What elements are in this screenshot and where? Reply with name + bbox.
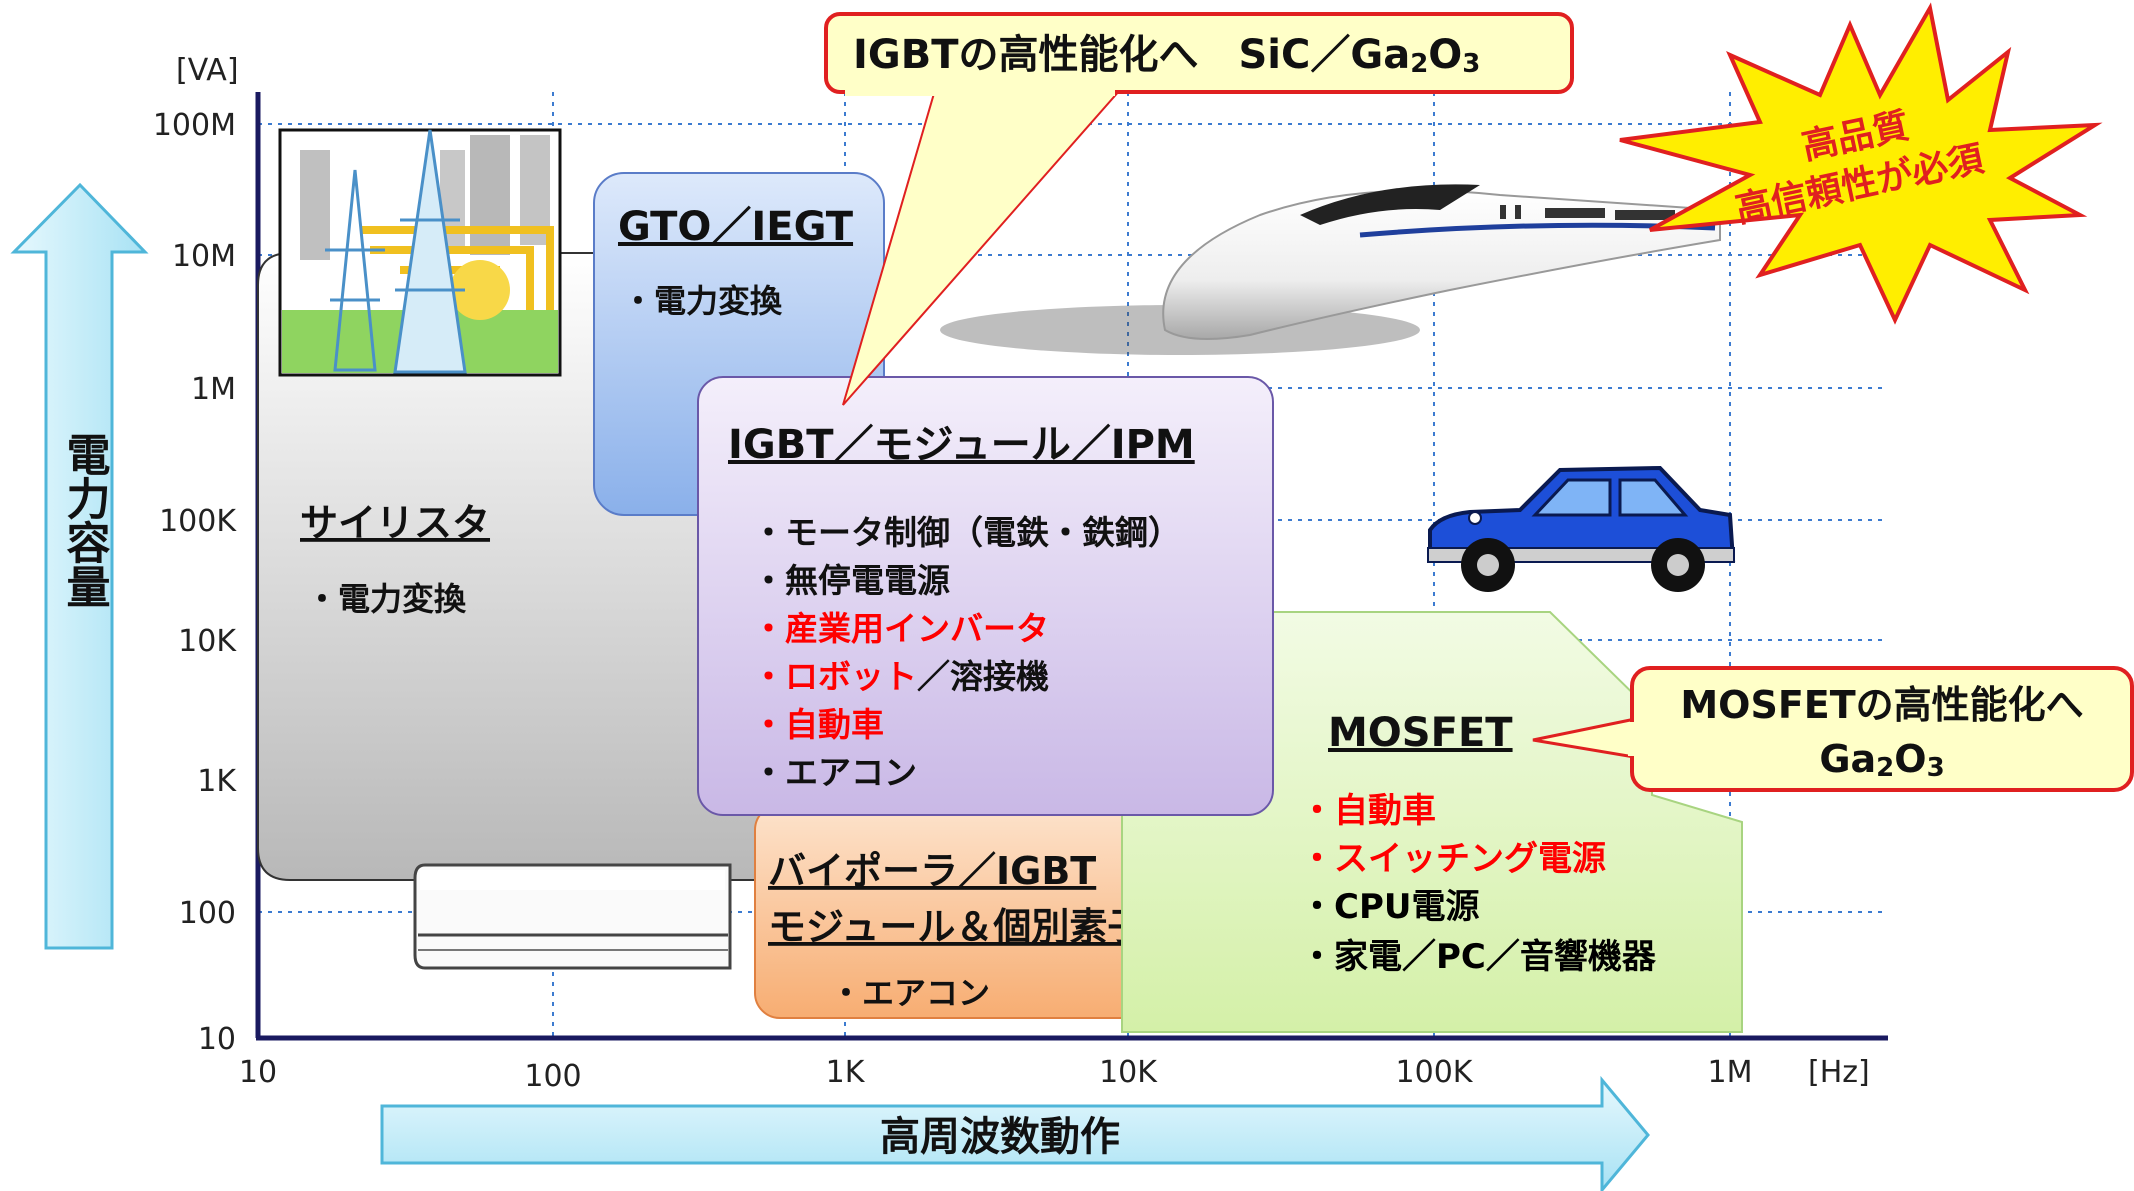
x-tick-label: 10 xyxy=(239,1055,277,1090)
y-tick-label: 100M xyxy=(153,108,236,143)
x-unit-label: [Hz] xyxy=(1808,1055,1870,1090)
y-tick-label: 10M xyxy=(172,239,236,274)
igbt-item-motor: ・モータ制御（電鉄・鉄鋼） xyxy=(752,513,1181,552)
igbt-region: IGBT／モジュール／IPM ・モータ制御（電鉄・鉄鋼） ・無停電電源 ・産業用… xyxy=(697,376,1274,816)
igbt-callout-text: IGBTの高性能化へ SiC／Ga2O3 xyxy=(853,32,1480,79)
bipolar-title-1: バイポーラ／IGBT xyxy=(768,849,1096,893)
mosfet-item: ・スイッチング電源 xyxy=(1300,839,1606,879)
mosfet-title: MOSFET xyxy=(1328,710,1513,756)
x-tick-label: 1M xyxy=(1708,1055,1753,1090)
y-tick-label: 100K xyxy=(159,504,237,539)
igbt-item-car: ・自動車 xyxy=(752,705,884,744)
x-tick-label: 1K xyxy=(826,1055,866,1090)
y-tick-label: 100 xyxy=(179,896,236,931)
igbt-title: IGBT／モジュール／IPM xyxy=(728,422,1195,468)
x-tick-label: 10K xyxy=(1099,1055,1158,1090)
mosfet-improvement-callout: MOSFETの高性能化へ Ga2O3 xyxy=(1532,666,2134,792)
mosfet-item: ・CPU電源 xyxy=(1300,887,1479,927)
y-tick-label: 1K xyxy=(197,764,237,799)
bipolar-region: バイポーラ／IGBT モジュール＆個別素子 ・エアコン xyxy=(754,804,1166,1019)
x-arrow-label: 高周波数動作 xyxy=(880,1114,1120,1160)
y-tick-label: 10 xyxy=(198,1022,236,1057)
y-tick-labels: 100M 10M 1M 100K 10K 1K 100 10 xyxy=(153,108,237,1057)
bipolar-title-2: モジュール＆個別素子 xyxy=(768,905,1145,949)
igbt-item-inverter: ・産業用インバータ xyxy=(752,609,1049,648)
y-arrow-label: 電力容量 xyxy=(59,432,111,608)
gto-item: ・電力変換 xyxy=(622,282,783,320)
power-tower-icon xyxy=(278,128,562,377)
thyristor-title: サイリスタ xyxy=(300,501,490,545)
car-icon xyxy=(1427,465,1736,592)
train-icon xyxy=(940,184,1721,355)
air-conditioner-icon xyxy=(413,863,732,970)
x-tick-label: 100K xyxy=(1396,1055,1474,1090)
mosfet-region: MOSFET ・自動車・スイッチング電源・CPU電源・家電／PC／音響機器 xyxy=(1121,611,1743,1033)
y-unit-label: [VA] xyxy=(176,53,239,88)
quality-burst: 高品質 高信頼性が必須 xyxy=(1619,2,2103,325)
mosfet-item: ・家電／PC／音響機器 xyxy=(1300,937,1657,977)
igbt-item-robot: ・ロボット／溶接機 xyxy=(752,657,1049,696)
y-tick-label: 10K xyxy=(178,624,237,659)
bipolar-item: ・エアコン xyxy=(830,974,990,1012)
x-tick-labels: 10 100 1K 10K 100K 1M xyxy=(239,1055,1753,1094)
mosfet-callout-line2: Ga2O3 xyxy=(1819,737,1944,783)
mosfet-callout-line1: MOSFETの高性能化へ xyxy=(1680,683,2083,727)
x-tick-label: 100 xyxy=(524,1059,581,1094)
thyristor-item: ・電力変換 xyxy=(306,580,467,618)
power-capacity-arrow: 電力容量 xyxy=(10,182,149,950)
mosfet-item: ・自動車 xyxy=(1300,791,1436,831)
igbt-improvement-callout: IGBTの高性能化へ SiC／Ga2O3 xyxy=(824,12,1574,406)
y-tick-label: 1M xyxy=(191,372,236,407)
gto-title: GTO／IEGT xyxy=(618,204,854,250)
igbt-item-aircon: ・エアコン xyxy=(752,753,917,792)
igbt-item-ups: ・無停電電源 xyxy=(752,561,950,600)
high-frequency-arrow: 高周波数動作 xyxy=(380,1075,1650,1191)
